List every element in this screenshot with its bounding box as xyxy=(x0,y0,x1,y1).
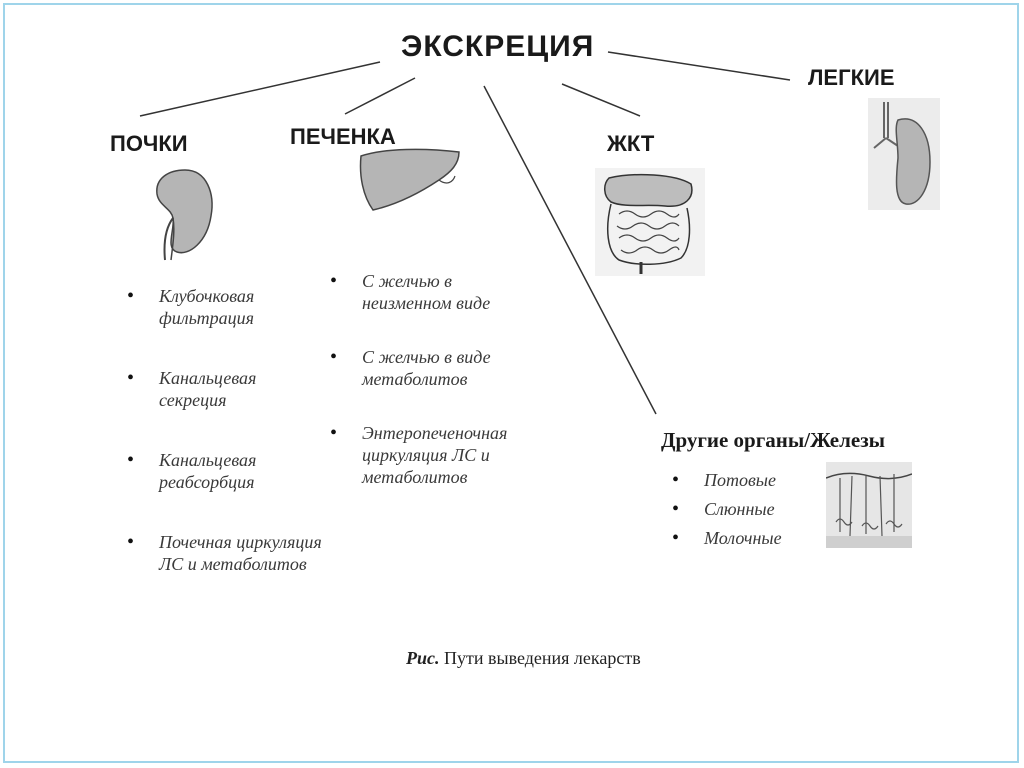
diagram-title: ЭКСКРЕЦИЯ xyxy=(401,30,594,64)
caption-prefix: Рис. xyxy=(406,648,440,668)
gi-tract-icon xyxy=(595,168,705,276)
other-organs-item: Слюнные xyxy=(672,498,832,520)
figure-caption: Рис. Пути выведения лекарств xyxy=(406,648,641,669)
line-to-kidneys xyxy=(140,62,380,116)
other-organs-header: Другие органы/Железы xyxy=(661,428,885,453)
line-to-gi xyxy=(562,84,640,116)
liver-item: Энтеропеченочная циркуляция ЛС и метабол… xyxy=(330,422,530,488)
kidneys-list: Клубочковая фильтрация Канальцевая секре… xyxy=(127,285,327,575)
kidneys-item: Канальцевая реабсорбция xyxy=(127,449,327,493)
skin-gland-icon xyxy=(826,462,912,548)
other-organs-item: Потовые xyxy=(672,469,832,491)
kidneys-item: Почечная циркуляция ЛС и метаболитов xyxy=(127,531,327,575)
line-to-lungs xyxy=(608,52,790,80)
other-organs-list: Потовые Слюнные Молочные xyxy=(672,469,832,549)
gi-header: ЖКТ xyxy=(607,131,654,157)
caption-text: Пути выведения лекарств xyxy=(444,648,641,668)
liver-item: С желчью в неизменном виде xyxy=(330,270,530,314)
liver-item: С желчью в виде метаболитов xyxy=(330,346,530,390)
kidneys-item: Клубочковая фильтрация xyxy=(127,285,327,329)
line-to-liver xyxy=(345,78,415,114)
lung-icon xyxy=(868,98,940,210)
kidney-icon xyxy=(145,164,225,264)
lungs-header: ЛЕГКИЕ xyxy=(808,65,895,91)
other-organs-item: Молочные xyxy=(672,527,832,549)
liver-list: С желчью в неизменном виде С желчью в ви… xyxy=(330,270,530,488)
kidneys-header: ПОЧКИ xyxy=(110,131,188,157)
liver-icon xyxy=(355,146,465,216)
kidneys-item: Канальцевая секреция xyxy=(127,367,327,411)
